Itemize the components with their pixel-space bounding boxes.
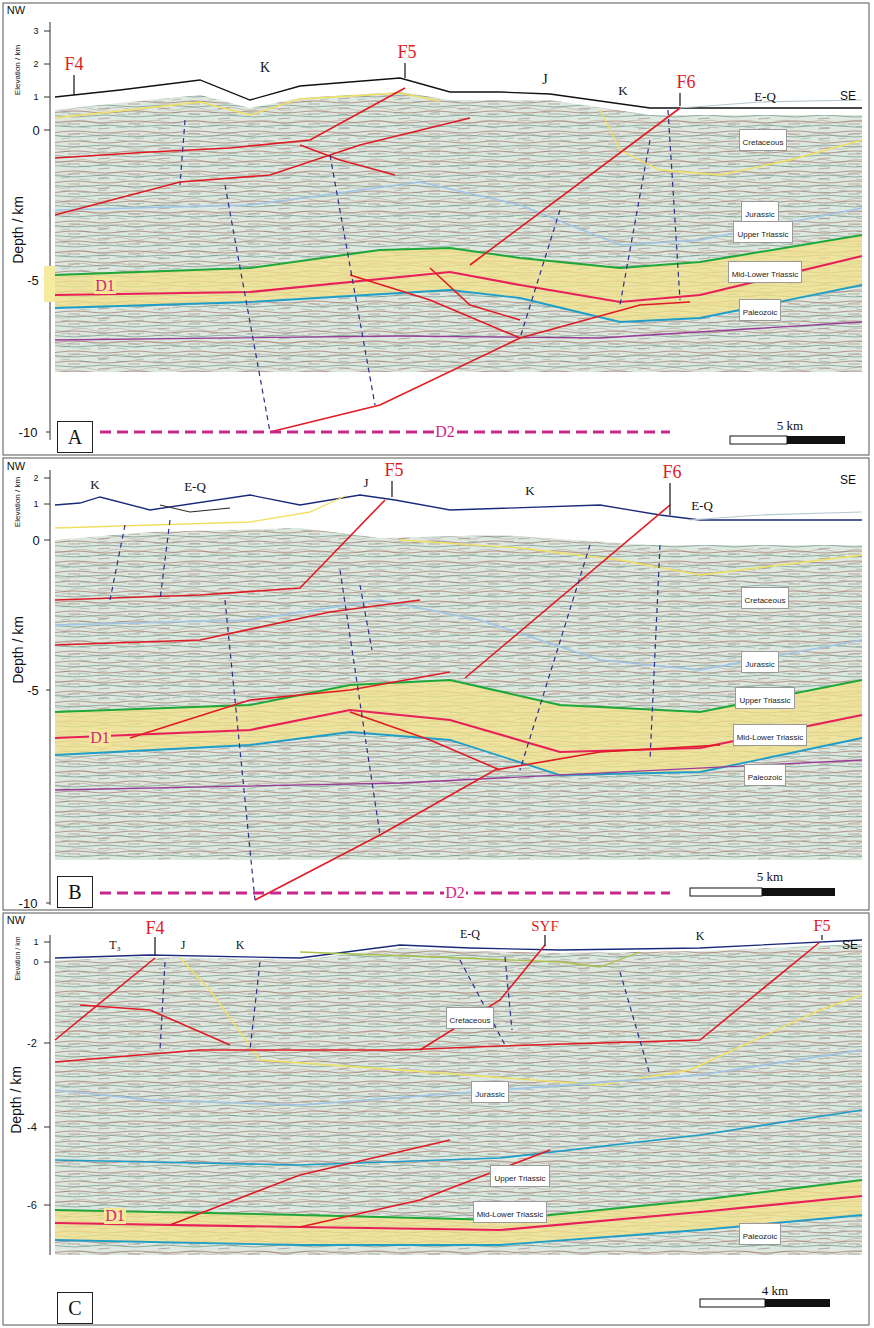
- axis-tick: 0: [32, 958, 39, 967]
- formation-name: Cretaceous: [743, 138, 784, 147]
- strata-label: J: [362, 476, 369, 489]
- detachment-label: D2: [434, 424, 456, 440]
- axis-title: Depth / km: [11, 615, 25, 685]
- formation-box: Paleozoic: [739, 1223, 782, 1245]
- formation-box: Jurassic: [471, 1081, 508, 1103]
- compass-label: NW: [6, 5, 26, 16]
- detachment-label: D1: [104, 1208, 126, 1224]
- axis-tick: -5: [26, 274, 40, 287]
- formation-name: Jurassic: [745, 660, 774, 669]
- panel-b: [3, 458, 869, 910]
- formation-name: Paleozoic: [748, 773, 783, 782]
- formation-box: Cretaceous: [446, 1007, 495, 1029]
- axis-tick: -4: [26, 1122, 38, 1133]
- fault-label: F6: [675, 73, 696, 91]
- strata-label: K: [235, 939, 246, 951]
- compass-label: SE: [841, 939, 859, 951]
- axis-tick: -10: [18, 897, 39, 910]
- panel-letter-box: B: [57, 876, 93, 908]
- scale-label: 4 km: [761, 1284, 789, 1297]
- strata-label: K: [89, 478, 100, 491]
- axis-tick: -6: [26, 1200, 38, 1211]
- axis-tick: 0: [31, 124, 40, 137]
- formation-box: Mid-Lower Triassic: [473, 1201, 548, 1223]
- strata-label: E-Q: [459, 928, 481, 940]
- panel-letter: A: [68, 427, 82, 447]
- formation-name: Jurassic: [745, 210, 774, 219]
- formation-box: Mid-Lower Triassic: [728, 261, 803, 283]
- axis-title: Depth / km: [9, 1065, 23, 1135]
- detachment-label: D1: [89, 730, 111, 746]
- strata-label: K: [695, 930, 706, 942]
- axis-tick: 2: [32, 474, 39, 483]
- formation-box: Jurassic: [741, 651, 778, 673]
- panel-c: [3, 913, 869, 1325]
- panel-letter: C: [68, 1298, 81, 1318]
- compass-label: SE: [839, 474, 857, 486]
- formation-box: Paleozoic: [744, 764, 787, 786]
- strata-label: K: [524, 484, 535, 497]
- axis-tick: 3: [32, 27, 39, 36]
- formation-name: Jurassic: [475, 1090, 504, 1099]
- formation-box: Jurassic: [741, 201, 778, 223]
- axis-title: Depth / km: [11, 195, 25, 265]
- fault-label: F5: [813, 918, 832, 934]
- axis-tick: 1: [32, 938, 39, 947]
- axis-tick: -2: [26, 1038, 38, 1049]
- panel-letter: B: [68, 882, 81, 902]
- formation-box: Upper Triassic: [735, 687, 794, 709]
- fault-label: F5: [383, 461, 404, 479]
- formation-box: Upper Triassic: [733, 221, 792, 243]
- fault-label: SYF: [530, 919, 560, 934]
- formation-name: Upper Triassic: [494, 1174, 545, 1183]
- axis-title: Elevation / km: [14, 476, 22, 528]
- compass-label: NW: [6, 915, 26, 926]
- formation-name: Paleozoic: [743, 1232, 778, 1241]
- panel-letter-box: C: [57, 1292, 93, 1324]
- formation-name: Cretaceous: [745, 596, 786, 605]
- formation-name: Cretaceous: [450, 1016, 491, 1025]
- scale-label: 5 km: [776, 419, 804, 432]
- detachment-label: D2: [444, 885, 466, 901]
- axis-tick: -5: [26, 684, 40, 697]
- fault-label: F4: [63, 55, 84, 73]
- detachment-label: D1: [94, 278, 116, 294]
- formation-name: Upper Triassic: [737, 230, 788, 239]
- axis-tick: -10: [18, 426, 39, 439]
- axis-tick: 1: [32, 500, 39, 509]
- axis-tick: 2: [32, 60, 39, 69]
- strata-label: E-Q: [690, 499, 714, 512]
- formation-box: Upper Triassic: [490, 1165, 549, 1187]
- formation-box: Cretaceous: [741, 587, 790, 609]
- formation-name: Mid-Lower Triassic: [732, 270, 799, 279]
- compass-label: NW: [6, 461, 26, 472]
- fault-label: F5: [396, 43, 417, 61]
- formation-box: Mid-Lower Triassic: [733, 724, 808, 746]
- panel-letter-box: A: [57, 421, 93, 453]
- scale-label: 5 km: [756, 870, 784, 883]
- formation-name: Mid-Lower Triassic: [477, 1210, 544, 1219]
- axis-title: Elevation / km: [14, 44, 22, 96]
- formation-name: Upper Triassic: [739, 696, 790, 705]
- strata-label: J: [180, 939, 187, 951]
- formation-name: Mid-Lower Triassic: [737, 733, 804, 742]
- fault-label: F4: [144, 919, 165, 937]
- axis-title: Elevation / km: [15, 935, 22, 981]
- formation-box: Cretaceous: [739, 129, 788, 151]
- strata-label: K: [259, 61, 271, 75]
- axis-tick: 1: [32, 93, 39, 102]
- compass-label: SE: [839, 90, 857, 102]
- strata-label: E-Q: [183, 480, 207, 493]
- formation-name: Paleozoic: [743, 308, 778, 317]
- strata-label: T₃: [108, 939, 122, 951]
- strata-label: K: [617, 84, 628, 97]
- panel-a: [3, 3, 869, 455]
- formation-box: Paleozoic: [739, 299, 782, 321]
- strata-label: J: [541, 73, 548, 87]
- strata-label: E-Q: [753, 90, 777, 103]
- fault-label: F6: [661, 463, 682, 481]
- axis-tick: 0: [31, 534, 40, 547]
